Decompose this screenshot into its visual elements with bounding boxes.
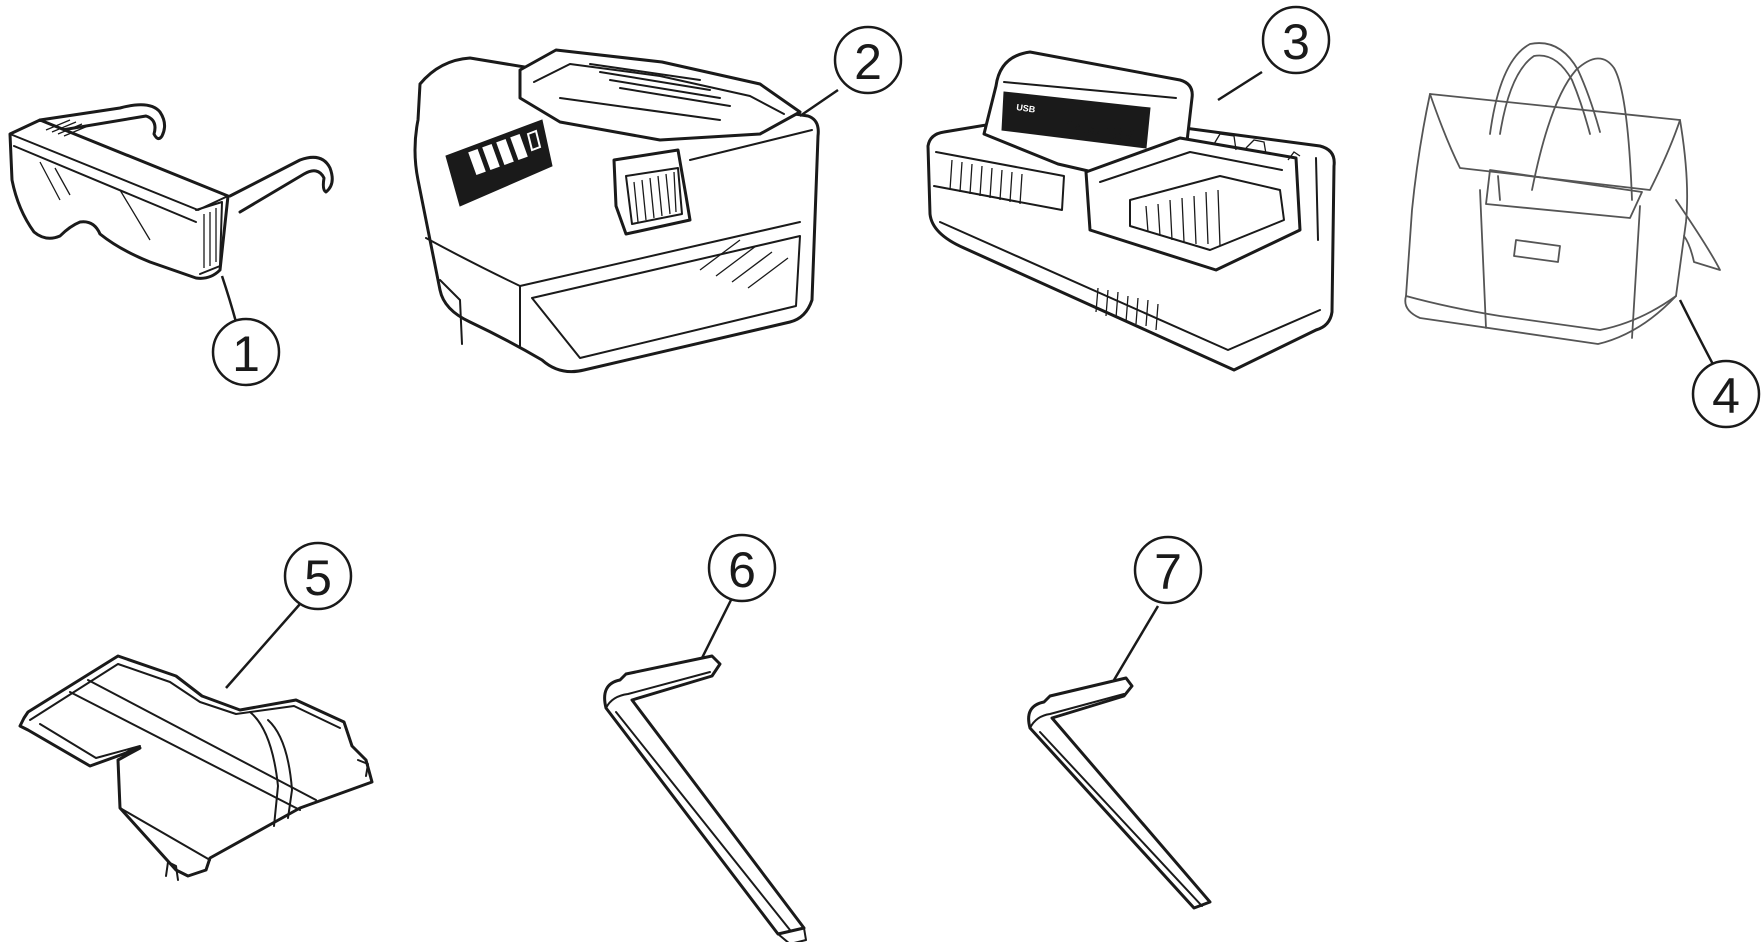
hex-key-icon	[1027, 605, 1212, 910]
charger-icon: USB 14.4-18V	[926, 50, 1336, 372]
hex-key-icon	[603, 597, 807, 942]
callout-3-number: 3	[1282, 14, 1310, 70]
battery-pack-icon	[413, 48, 839, 374]
callout-7-number: 7	[1154, 544, 1182, 600]
callout-6: 6	[707, 533, 777, 603]
charger-label-usb: USB	[1016, 102, 1037, 115]
callout-4-number: 4	[1712, 368, 1740, 424]
callout-2: 2	[833, 25, 903, 95]
tool-bag-icon	[1404, 42, 1721, 371]
callout-5: 5	[283, 541, 353, 611]
callout-7: 7	[1133, 535, 1203, 605]
callout-2-number: 2	[854, 34, 882, 90]
callout-3: 3	[1261, 5, 1331, 75]
callout-1: 1	[211, 317, 281, 387]
cover-plate-icon	[18, 603, 374, 881]
callout-4: 4	[1691, 359, 1761, 429]
callout-6-number: 6	[728, 542, 756, 598]
callout-1-number: 1	[232, 326, 260, 382]
safety-glasses-icon	[8, 103, 334, 323]
callout-5-number: 5	[304, 550, 332, 606]
